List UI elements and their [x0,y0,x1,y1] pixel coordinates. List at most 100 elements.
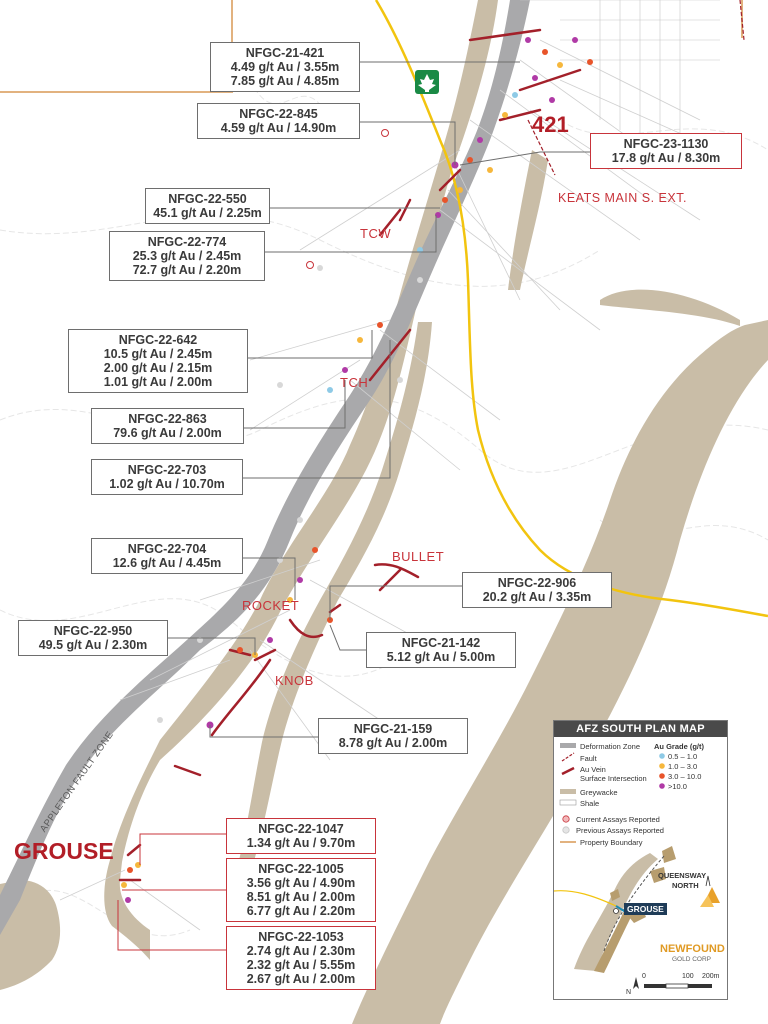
callout-nfgc-22-863: NFGC-22-863 79.6 g/t Au / 2.00m [91,408,244,444]
legend-panel: AFZ SOUTH PLAN MAP [553,720,728,1000]
legend-grade-title: Au Grade (g/t) [654,742,704,751]
callout-nfgc-22-704: NFGC-22-704 12.6 g/t Au / 4.45m [91,538,243,574]
callout-nfgc-22-1053: NFGC-22-1053 2.74 g/t Au / 2.30m 2.32 g/… [226,926,376,990]
callout-nfgc-21-142: NFGC-21-142 5.12 g/t Au / 5.00m [366,632,516,668]
assay-result: 4.49 g/t Au / 3.55m [230,60,340,74]
scale-100: 100 [682,973,694,980]
greywacke-belt-west [104,0,498,960]
drillhole-id: NFGC-22-774 [147,235,227,249]
drillhole-id: NFGC-21-142 [401,636,481,650]
legend-grade-3: 3.0 – 10.0 [668,772,702,781]
legend-grade-1: 0.5 – 1.0 [668,752,698,761]
assay-result: 25.3 g/t Au / 2.45m [132,249,242,263]
drillhole-id: NFGC-22-642 [118,333,198,347]
assay-result: 5.12 g/t Au / 5.00m [386,650,496,664]
brand-name: NEWFOUND [660,943,725,955]
callout-nfgc-22-1005: NFGC-22-1005 3.56 g/t Au / 4.90m 8.51 g/… [226,858,376,922]
highway-shield-icon [415,70,439,94]
assay-result: 1.01 g/t Au / 2.00m [103,375,213,389]
assay-result: 8.78 g/t Au / 2.00m [338,736,448,750]
callout-leaders [168,61,590,738]
assay-result: 3.56 g/t Au / 4.90m [246,876,356,890]
legend-vein: Au Vein [580,765,606,774]
drill-grid [520,0,720,150]
north-arrow-icon [633,977,639,989]
callout-nfgc-21-421: NFGC-21-421 4.49 g/t Au / 3.55m 7.85 g/t… [210,42,360,92]
assay-result: 79.6 g/t Au / 2.00m [113,426,222,440]
legend-fault: Fault [580,754,597,763]
assay-result: 6.77 g/t Au / 2.20m [246,904,356,918]
assay-result: 1.02 g/t Au / 10.70m [109,477,225,491]
drillhole-id: NFGC-22-703 [127,463,207,477]
zone-label-bullet: BULLET [392,549,445,564]
assay-result: 7.85 g/t Au / 4.85m [230,74,340,88]
drillhole-id: NFGC-22-1005 [258,862,344,876]
drillhole-id: NFGC-21-159 [353,722,433,736]
zone-label-421: 421 [532,112,569,137]
highway-road [374,0,768,618]
legend-title: AFZ SOUTH PLAN MAP [554,721,727,737]
callout-nfgc-22-950: NFGC-22-950 49.5 g/t Au / 2.30m [18,620,168,656]
inset-label-queensway: QUEENSWAY [658,871,707,880]
deformation-zone [0,0,530,935]
zone-label-knob: KNOB [275,673,314,688]
drillhole-id: NFGC-22-550 [168,192,247,206]
callout-nfgc-22-550: NFGC-22-550 45.1 g/t Au / 2.25m [145,188,270,224]
scale-200: 200m [702,973,720,980]
scale-0: 0 [642,973,646,980]
callout-nfgc-22-1047: NFGC-22-1047 1.34 g/t Au / 9.70m [226,818,376,854]
assay-points [121,37,593,903]
drillhole-id: NFGC-21-421 [245,46,325,60]
assay-result: 49.5 g/t Au / 2.30m [38,638,148,652]
zone-label-rocket: ROCKET [242,598,300,613]
callout-nfgc-22-774: NFGC-22-774 25.3 g/t Au / 2.45m 72.7 g/t… [109,231,265,281]
drillhole-id: NFGC-22-906 [497,576,577,590]
callout-nfgc-22-906: NFGC-22-906 20.2 g/t Au / 3.35m [462,572,612,608]
legend-shale: Shale [580,799,600,808]
drillhole-id: NFGC-22-950 [53,624,133,638]
assay-result: 72.7 g/t Au / 2.20m [132,263,242,277]
legend-vein-surface: Surface Intersection [580,774,647,783]
north-label: N [626,989,632,996]
callout-nfgc-22-845: NFGC-22-845 4.59 g/t Au / 14.90m [197,103,360,139]
greywacke-belt-east [352,320,768,1024]
callout-nfgc-23-1130: NFGC-23-1130 17.8 g/t Au / 8.30m [590,133,742,169]
greywacke-belt-middle [508,150,548,290]
inset-label-grouse: GROUSE [624,903,667,915]
inset-label-north: NORTH [672,881,699,890]
zone-label-keats-main-s-ext: KEATS MAIN S. EXT. [558,191,687,205]
zone-label-tcw: TCW [360,226,392,241]
zone-label-tch: TCH [340,375,369,390]
assay-result: 4.59 g/t Au / 14.90m [220,121,337,135]
greywacke-belt-tch [234,322,432,880]
callout-nfgc-22-642: NFGC-22-642 10.5 g/t Au / 2.45m 2.00 g/t… [68,329,248,393]
legend-property-boundary: Property Boundary [580,838,643,847]
assay-result: 10.5 g/t Au / 2.45m [103,347,213,361]
assay-result: 20.2 g/t Au / 3.35m [482,590,592,604]
legend-grade-4: >10.0 [668,782,687,791]
legend-deformation: Deformation Zone [580,742,641,751]
legend-greywacke: Greywacke [580,788,618,797]
assay-result: 2.00 g/t Au / 2.15m [103,361,213,375]
drillhole-id: NFGC-22-845 [239,107,318,121]
drillhole-id: NFGC-22-863 [128,412,207,426]
assay-result: 2.32 g/t Au / 5.55m [246,958,356,972]
assay-result: 17.8 g/t Au / 8.30m [611,151,721,165]
assay-result: 2.67 g/t Au / 2.00m [246,972,356,986]
assay-result: 2.74 g/t Au / 2.30m [246,944,356,958]
legend-current-assays: Current Assays Reported [576,815,660,824]
assay-result: 45.1 g/t Au / 2.25m [153,206,262,220]
drillhole-id: NFGC-22-704 [127,542,207,556]
fault-lines [527,0,745,176]
drillhole-id: NFGC-23-1130 [623,137,709,151]
greywacke-patch-east [600,289,740,326]
legend-grade-2: 1.0 – 3.0 [668,762,698,771]
zone-label-grouse: GROUSE [14,838,114,864]
property-boundary [0,0,233,93]
drillhole-id: NFGC-22-1047 [258,822,344,836]
legend-previous-assays: Previous Assays Reported [576,826,664,835]
assay-result: 12.6 g/t Au / 4.45m [112,556,222,570]
callout-nfgc-22-703: NFGC-22-703 1.02 g/t Au / 10.70m [91,459,243,495]
assay-result: 8.51 g/t Au / 2.00m [246,890,356,904]
brand-subtitle: GOLD CORP [672,956,712,963]
